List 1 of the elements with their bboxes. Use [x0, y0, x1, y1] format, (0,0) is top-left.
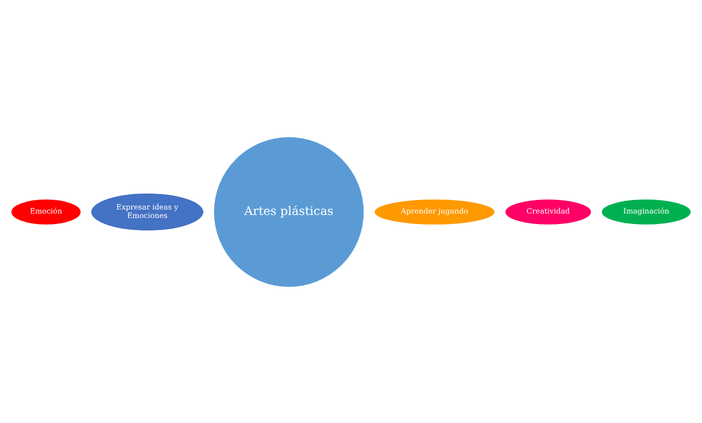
node-circle: Artes plásticas — [213, 136, 364, 288]
